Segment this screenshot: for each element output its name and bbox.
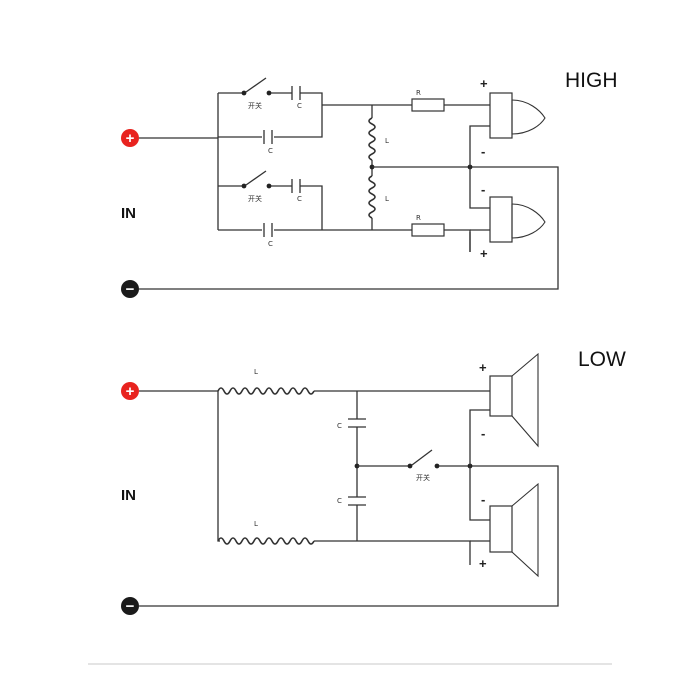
high-inductor-1 bbox=[368, 117, 376, 161]
low-inductor-2 bbox=[217, 537, 315, 545]
high-c1-label: C bbox=[297, 102, 302, 110]
low-woofer-1-plus: + bbox=[479, 360, 487, 375]
high-tweeter-1-plus: + bbox=[480, 76, 488, 91]
low-switch-label: 开关 bbox=[416, 473, 430, 482]
high-negative-wire bbox=[139, 166, 559, 290]
high-c2-label: C bbox=[268, 147, 273, 155]
high-negative-terminal: − bbox=[121, 280, 139, 298]
high-c3-label: C bbox=[297, 195, 302, 203]
low-positive-symbol: + bbox=[126, 383, 135, 400]
low-positive-terminal: + bbox=[121, 382, 139, 400]
high-title: HIGH bbox=[565, 69, 618, 92]
high-l2-label: L bbox=[385, 195, 389, 203]
high-resistor-1 bbox=[411, 98, 445, 112]
high-switch-1 bbox=[245, 77, 267, 93]
low-negative-terminal: − bbox=[121, 597, 139, 615]
high-section: HIGH IN + − 开关 C C bbox=[121, 69, 618, 298]
high-c4-label: C bbox=[268, 240, 273, 248]
low-woofer-2-minus: - bbox=[481, 492, 485, 507]
high-positive-terminal: + bbox=[121, 129, 139, 147]
high-switch-2 bbox=[245, 170, 267, 186]
low-l1-label: L bbox=[254, 368, 258, 376]
low-in-label: IN bbox=[121, 487, 136, 504]
high-tweeter-1-minus: - bbox=[481, 144, 485, 159]
high-switch-1-label: 开关 bbox=[248, 101, 262, 110]
high-resistor-2 bbox=[411, 223, 445, 237]
low-woofer-1-minus: - bbox=[481, 426, 485, 441]
high-tweeter-2-plus: + bbox=[480, 246, 488, 261]
high-switch-2-label: 开关 bbox=[248, 194, 262, 203]
high-r1-label: R bbox=[416, 89, 421, 97]
low-c2-label: C bbox=[337, 497, 342, 505]
high-negative-symbol: − bbox=[126, 281, 135, 298]
low-inductor-1 bbox=[217, 387, 315, 395]
low-woofer-1 bbox=[469, 352, 539, 466]
high-tweeter-2-minus: - bbox=[481, 182, 485, 197]
high-r2-label: R bbox=[416, 214, 421, 222]
high-inductor-2 bbox=[368, 175, 376, 219]
low-title: LOW bbox=[578, 348, 626, 371]
low-l2-label: L bbox=[254, 520, 258, 528]
low-negative-symbol: − bbox=[126, 598, 135, 615]
high-tweeter-1 bbox=[469, 92, 546, 167]
low-switch bbox=[411, 449, 433, 466]
high-input-wire bbox=[139, 92, 323, 139]
high-l1-label: L bbox=[385, 137, 389, 145]
high-in-label: IN bbox=[121, 205, 136, 222]
high-tweeter-2 bbox=[469, 167, 546, 252]
low-c1-label: C bbox=[337, 422, 342, 430]
low-woofer-2-plus: + bbox=[479, 556, 487, 571]
low-section: LOW IN + − L L C C bbox=[121, 348, 626, 615]
low-woofer-2 bbox=[469, 466, 539, 578]
high-positive-symbol: + bbox=[126, 130, 135, 147]
